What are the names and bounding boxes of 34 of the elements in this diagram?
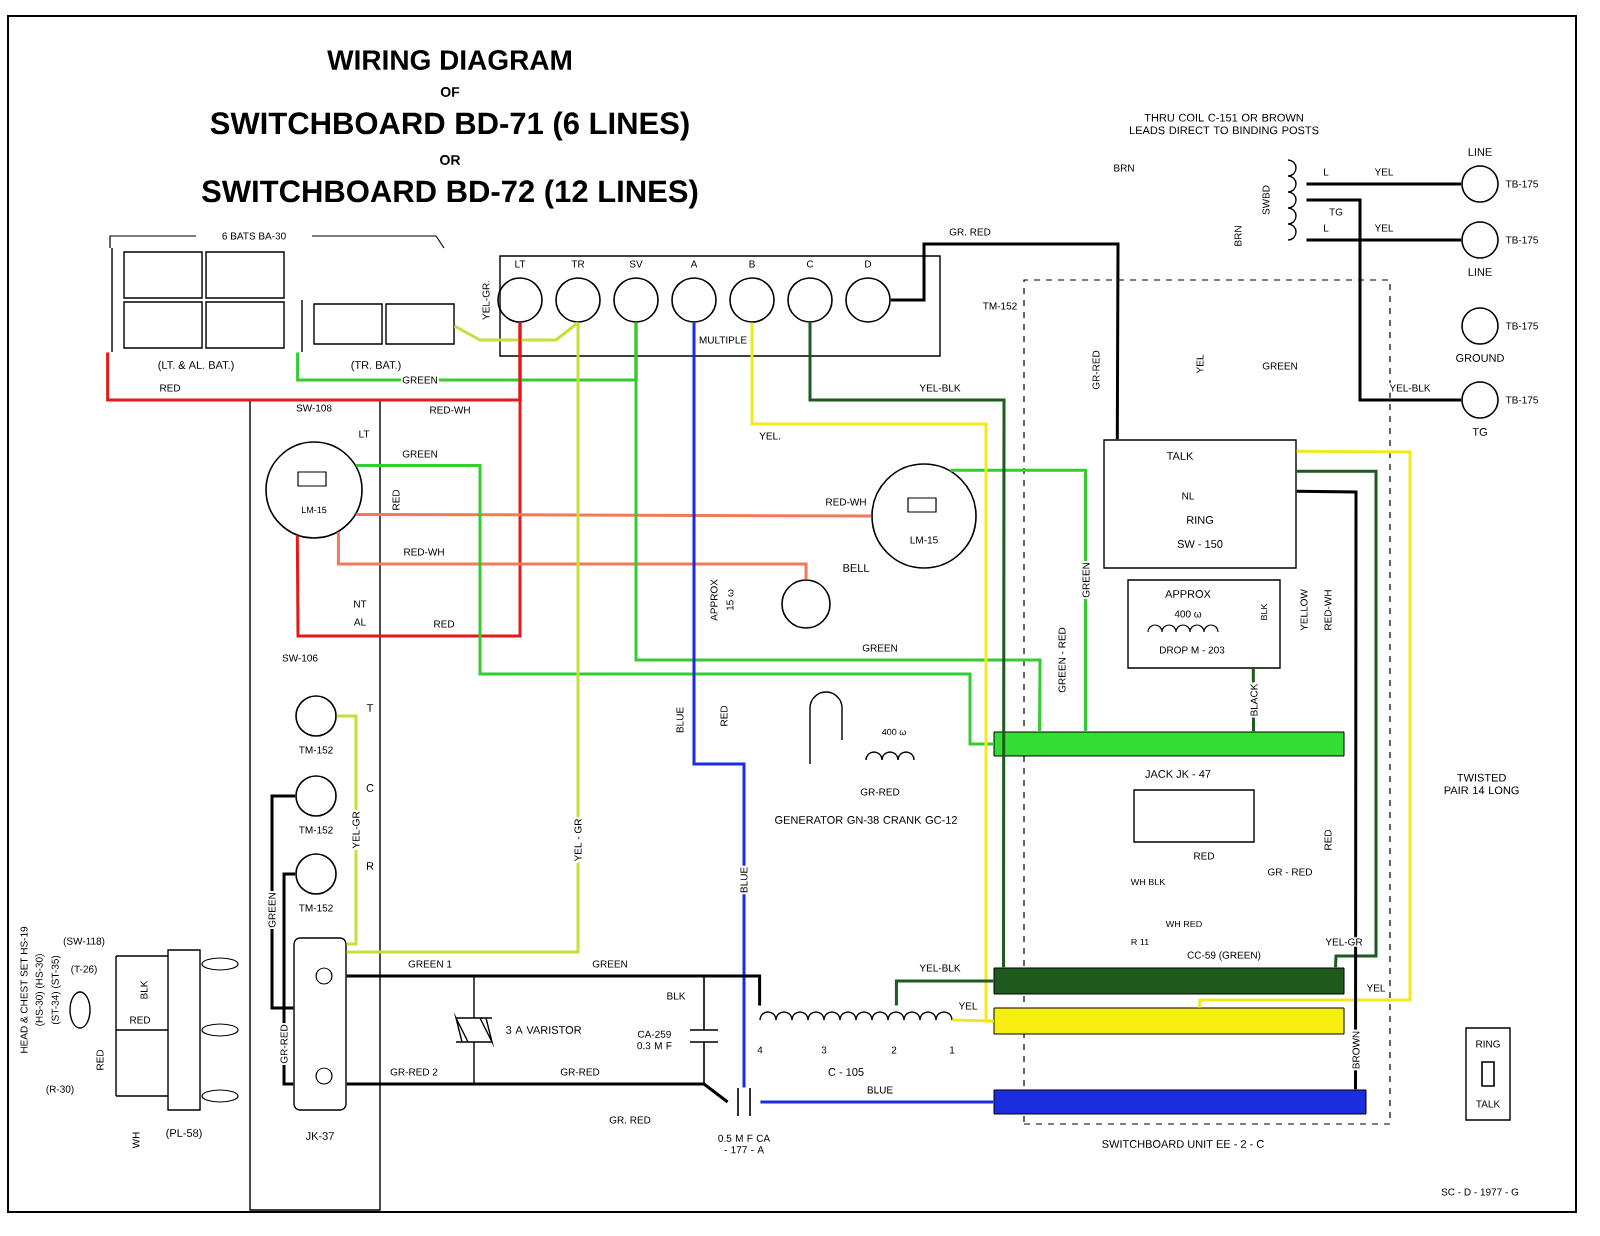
wire: [336, 532, 808, 580]
wire: [1296, 469, 1378, 968]
wire: [346, 974, 762, 1006]
wire: [890, 242, 1120, 440]
wire: [453, 321, 579, 342]
title: WIRING DIAGRAM: [327, 50, 571, 70]
terminal-bar: [993, 731, 1345, 757]
wire: [295, 322, 522, 638]
wire: [950, 468, 1087, 732]
wire: [356, 464, 994, 746]
terminal-bar: [993, 1089, 1367, 1115]
heading-line: SWITCHBOARD BD-71 (6 LINES): [210, 111, 689, 141]
wire: [336, 714, 358, 946]
wire: [1296, 489, 1358, 1090]
wire: [270, 794, 296, 1010]
wire: [894, 979, 994, 1006]
wire: [346, 1082, 729, 1104]
wire: [1198, 449, 1412, 1008]
wire: [952, 1018, 994, 1023]
terminal-bar: [993, 967, 1345, 995]
wire: [1306, 182, 1462, 186]
terminal-bar: [993, 1007, 1345, 1035]
wire: [750, 322, 994, 1023]
wire: [808, 322, 1006, 968]
wire: [356, 512, 872, 518]
wire: [1306, 198, 1462, 402]
wire: [692, 322, 746, 1088]
heading-line: SWITCHBOARD BD-72 (12 LINES): [202, 179, 698, 209]
wire: [282, 872, 296, 1086]
wire: [634, 322, 1042, 732]
wire: [1251, 668, 1255, 732]
wire: [346, 322, 580, 954]
wire: [1306, 238, 1462, 242]
wire: [760, 1100, 994, 1104]
